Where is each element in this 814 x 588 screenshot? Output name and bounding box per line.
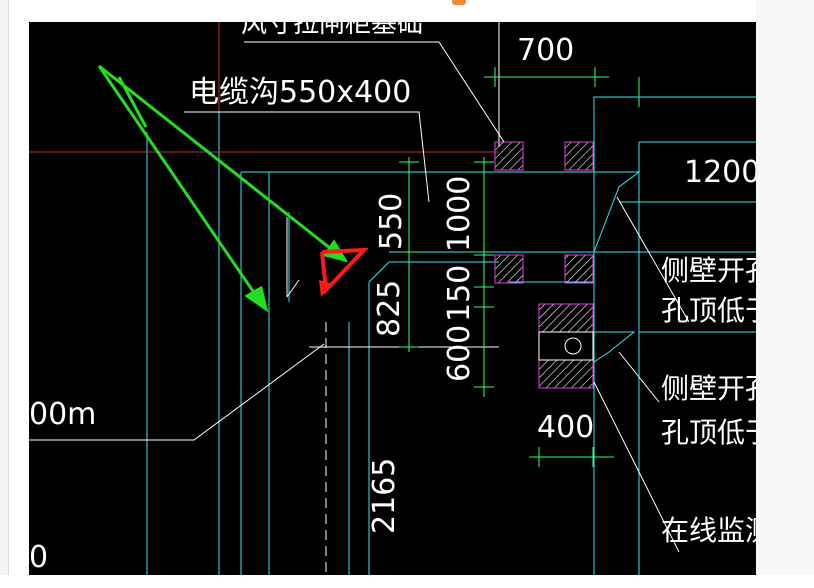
pipe-opening [538, 331, 594, 361]
left-fragment: 00m [29, 397, 96, 432]
cable-trench-label: 电缆沟550x400 [189, 75, 411, 110]
hatched-blocks [494, 141, 594, 389]
dimension-lines [399, 67, 640, 467]
leader-lines [29, 41, 690, 553]
structure-lines [146, 96, 756, 575]
dim-400: 400 [537, 410, 594, 445]
bottom-edge [0, 575, 814, 588]
red-annotation-arrow [319, 247, 369, 297]
cad-drawing-canvas[interactable]: 风寸拉闸柜基础 电缆沟550x400 700 1200 550 1000 150… [29, 22, 756, 575]
bottom-left-fragment: 0 [29, 540, 48, 575]
green-annotation-arrows [97, 64, 349, 313]
right-panel-edge [756, 0, 814, 588]
left-panel-edge [0, 0, 9, 588]
cad-drawing: 风寸拉闸柜基础 电缆沟550x400 700 1200 550 1000 150… [29, 22, 756, 575]
dim-825: 825 [372, 280, 407, 337]
dim-1200: 1200 [684, 155, 756, 190]
tab-indicator [452, 0, 466, 5]
dim-550: 550 [374, 193, 409, 250]
pipe-circle [564, 337, 582, 355]
monitor-note: 在线监测 [661, 514, 756, 547]
dim-2165: 2165 [367, 458, 402, 534]
top-toolbar-area [0, 0, 814, 22]
dim-1000: 1000 [442, 176, 477, 252]
side-note-2: 孔顶低于 [661, 294, 756, 327]
title-partial: 风寸拉闸柜基础 [241, 22, 423, 39]
side-note-4: 孔顶低于 [661, 416, 756, 449]
dim-150: 150 [442, 265, 477, 322]
dim-700: 700 [517, 33, 574, 68]
dim-600: 600 [442, 325, 477, 382]
